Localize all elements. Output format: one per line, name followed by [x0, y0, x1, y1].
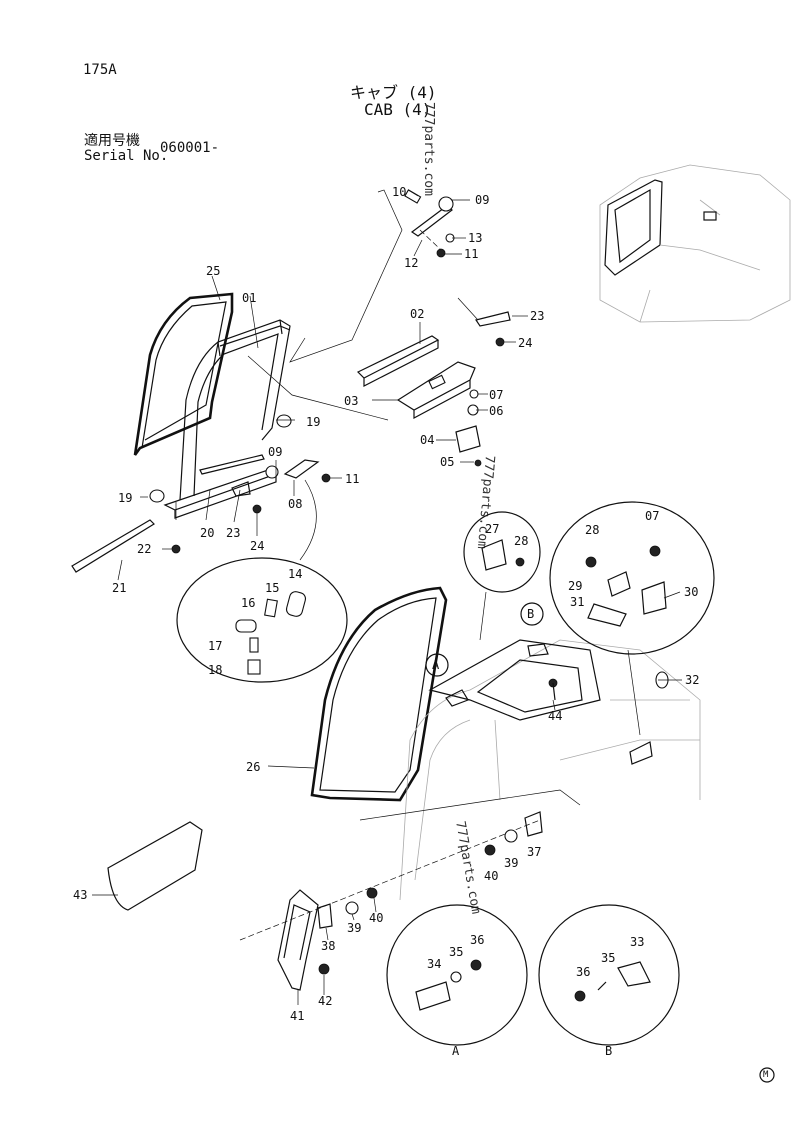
- cab-shell: [239, 639, 701, 941]
- callout-18: 18: [208, 663, 223, 677]
- callout-34: 34: [427, 957, 442, 971]
- callout-17: 17: [208, 639, 223, 653]
- callout-30: 30: [684, 585, 699, 599]
- callout-27: 27: [485, 522, 500, 536]
- marker-b: B: [527, 607, 535, 621]
- page-title-en: CAB (4): [364, 100, 432, 119]
- mark-circle: [759, 1067, 775, 1083]
- callout-39-lower: 39: [347, 921, 362, 935]
- callout-11-top: 11: [464, 247, 479, 261]
- callout-32: 32: [685, 673, 700, 687]
- callout-24-left: 24: [250, 539, 265, 553]
- callout-25: 25: [206, 264, 221, 278]
- callout-23-left: 23: [226, 526, 241, 540]
- callout-12: 12: [404, 256, 419, 270]
- callout-14: 14: [288, 567, 303, 581]
- detail-bubble-27-28: [463, 511, 541, 641]
- serial-value: 060001-: [160, 140, 220, 156]
- callout-07-top: 07: [489, 388, 504, 402]
- callout-28-a: 28: [514, 534, 529, 548]
- serial-label: Serial No.: [84, 148, 169, 164]
- page-code: 175A: [83, 62, 117, 78]
- callout-23-right: 23: [530, 309, 545, 323]
- callout-22: 22: [137, 542, 152, 556]
- callout-43: 43: [73, 888, 88, 902]
- callout-36-a: 36: [470, 933, 485, 947]
- callout-24-right: 24: [518, 336, 533, 350]
- glass-panel: [107, 821, 203, 911]
- callout-16: 16: [241, 596, 256, 610]
- page-title-jp: キャブ (4): [350, 83, 437, 102]
- callout-06: 06: [489, 404, 504, 418]
- callout-35-a: 35: [449, 945, 464, 959]
- callout-09-top: 09: [475, 193, 490, 207]
- callout-35-b: 35: [601, 951, 616, 965]
- callout-08: 08: [288, 497, 303, 511]
- callout-33: 33: [630, 935, 645, 949]
- marker-a-circle: [425, 653, 449, 677]
- rail-assembly: [356, 297, 511, 467]
- detail-bubble-28-31: [549, 501, 715, 736]
- leader-lines: [92, 189, 682, 1005]
- detail-view-a: [386, 904, 528, 1046]
- callout-31: 31: [570, 595, 585, 609]
- callout-01: 01: [242, 291, 257, 305]
- callout-03: 03: [344, 394, 359, 408]
- callout-05: 05: [440, 455, 455, 469]
- callout-02: 02: [410, 307, 425, 321]
- callout-44: 44: [548, 709, 563, 723]
- lower-bracket-assembly: [277, 887, 378, 991]
- callout-21: 21: [112, 581, 127, 595]
- callout-41: 41: [290, 1009, 305, 1023]
- detail-bubble-14-18: [176, 479, 348, 683]
- callout-10: 10: [392, 185, 407, 199]
- cab-thumbnail: [599, 164, 791, 323]
- callout-37: 37: [527, 845, 542, 859]
- detail-view-b: [538, 904, 680, 1046]
- callout-15: 15: [265, 581, 280, 595]
- caption-b: B: [605, 1044, 613, 1058]
- marker-b-circle: [520, 602, 544, 626]
- callout-04: 04: [420, 433, 435, 447]
- callout-20: 20: [200, 526, 215, 540]
- caption-a: A: [452, 1044, 460, 1058]
- callout-09-left: 09: [268, 445, 283, 459]
- callout-38: 38: [321, 939, 336, 953]
- callout-40-lower: 40: [369, 911, 384, 925]
- callout-07-bubble: 07: [645, 509, 660, 523]
- callout-19-upper: 19: [306, 415, 321, 429]
- callout-26: 26: [246, 760, 261, 774]
- callout-36-b: 36: [576, 965, 591, 979]
- applicable-model-label: 適用号機: [84, 133, 140, 149]
- callout-19-lower: 19: [118, 491, 133, 505]
- callout-40-upper: 40: [484, 869, 499, 883]
- callout-11-left: 11: [345, 472, 360, 486]
- callout-39-upper: 39: [504, 856, 519, 870]
- marker-a: A: [432, 658, 440, 672]
- callout-42: 42: [318, 994, 333, 1008]
- callout-29: 29: [568, 579, 583, 593]
- mark-label: M: [763, 1070, 769, 1080]
- callout-13: 13: [468, 231, 483, 245]
- callout-28-b: 28: [585, 523, 600, 537]
- weather-strip: [310, 586, 448, 802]
- top-hinge-assembly: [404, 189, 455, 258]
